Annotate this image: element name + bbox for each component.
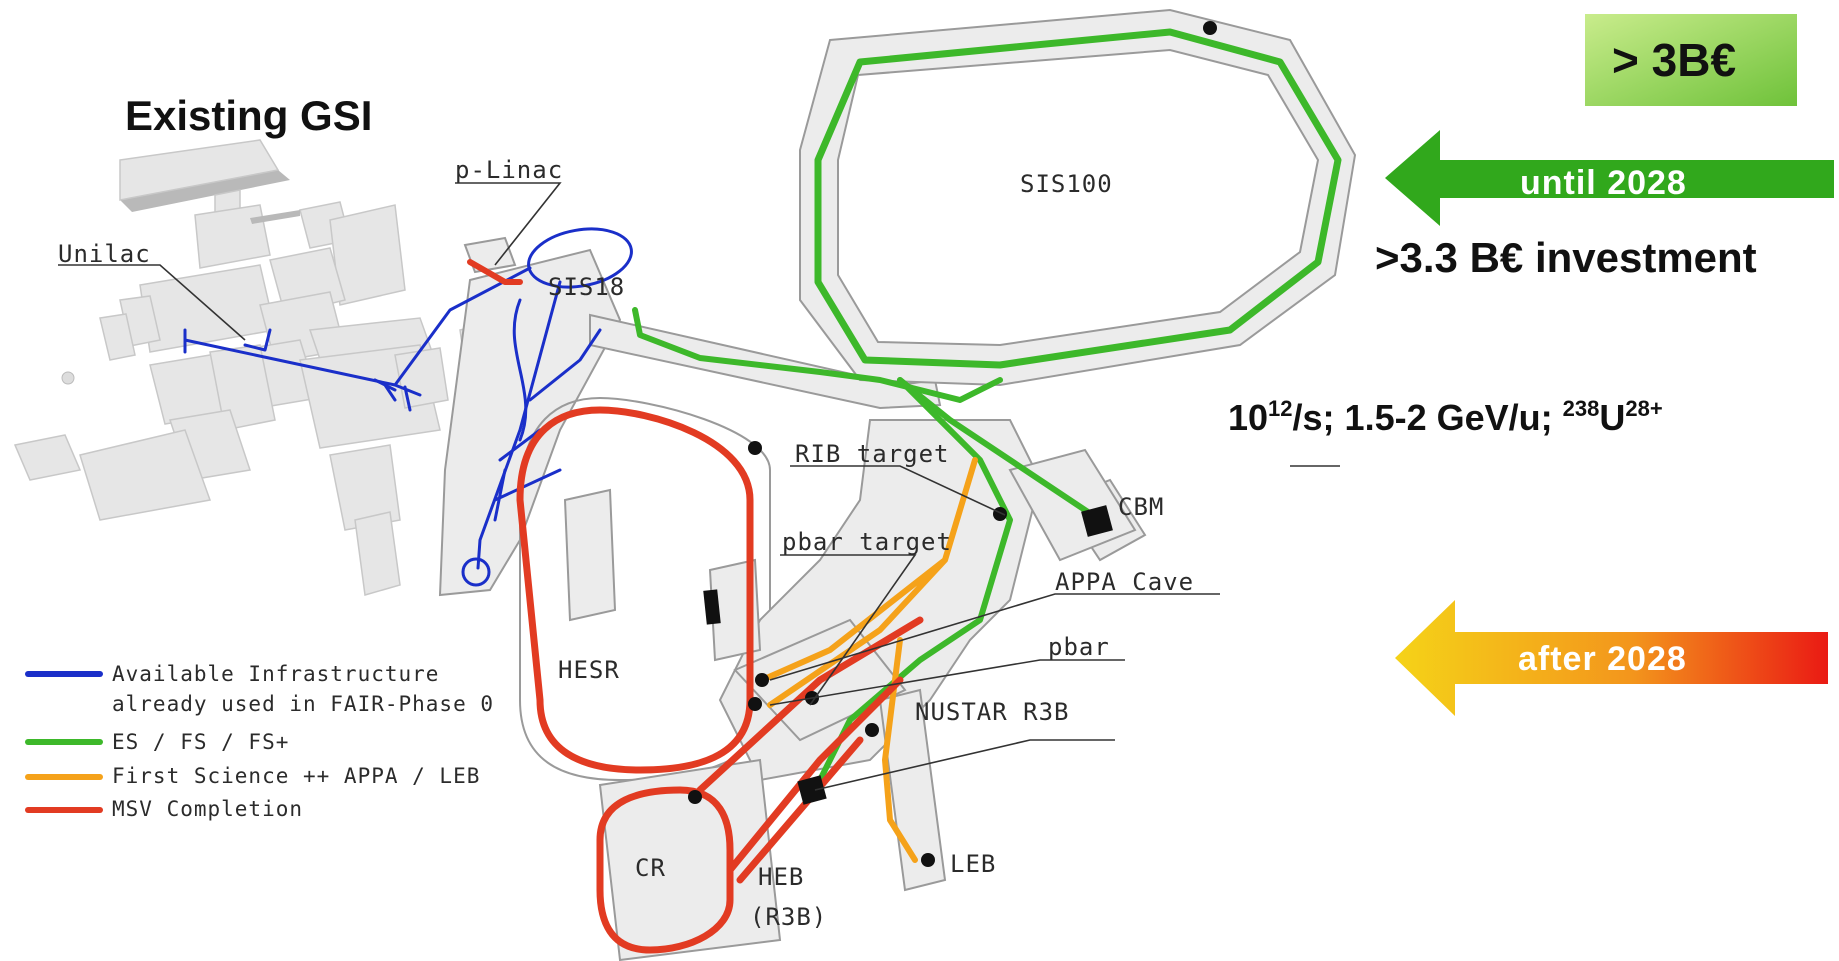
label-unilac: Unilac <box>58 240 151 268</box>
legend-label-orange: First Science ++ APPA / LEB <box>112 764 480 788</box>
label-p-linac: p-Linac <box>455 156 563 184</box>
p-linac-beamline <box>467 259 523 285</box>
facility-footprint <box>438 8 1357 961</box>
existing-blue-beamlines <box>183 227 633 587</box>
existing-gsi-buildings <box>13 139 506 596</box>
transfer-beamline <box>632 307 1003 403</box>
label-leaders <box>58 182 1340 791</box>
label-pbar-target: pbar target <box>782 528 952 556</box>
label-cbm: CBM <box>1118 493 1164 521</box>
beam-parameters: 1012/s; 1.5-2 GeV/u; 238U28+ <box>1228 396 1663 438</box>
label-nustar-r3b: NUSTAR R3B <box>915 698 1070 726</box>
legend: Available Infrastructure already used in… <box>25 662 494 821</box>
cr-beamline <box>596 786 734 954</box>
cost-box <box>1585 14 1797 106</box>
arrow-until-2028-text: until 2028 <box>1520 164 1687 202</box>
legend-label-green: ES / FS / FS+ <box>112 730 289 754</box>
label-cr: CR <box>635 854 666 882</box>
legend-label-red: MSV Completion <box>112 797 303 821</box>
arrow-after-2028-text: after 2028 <box>1518 640 1687 678</box>
investment-text: >3.3 B€ investment <box>1375 234 1757 281</box>
legend-label-blue-2: already used in FAIR-Phase 0 <box>112 692 494 716</box>
cost-box-text: > 3B€ <box>1612 34 1736 86</box>
label-leb: LEB <box>950 850 996 878</box>
label-rib-target: RIB target <box>795 440 950 468</box>
label-hesr: HESR <box>558 656 620 684</box>
label-pbar: pbar <box>1048 633 1110 661</box>
label-sis18: SIS18 <box>548 273 625 301</box>
legend-label-blue-1: Available Infrastructure <box>112 662 439 686</box>
heading-existing-gsi: Existing GSI <box>125 92 372 139</box>
label-heb: HEB <box>758 863 804 891</box>
sis100-ring-beamline <box>814 28 1342 369</box>
label-appa-cave: APPA Cave <box>1055 568 1194 596</box>
label-heb-r3b: (R3B) <box>750 903 827 931</box>
label-sis100: SIS100 <box>1020 170 1113 198</box>
arrow-after-2028 <box>1395 600 1828 716</box>
hesr-beamline <box>516 406 754 774</box>
arrow-until-2028 <box>1385 130 1834 226</box>
orange-beamlines <box>759 457 978 863</box>
